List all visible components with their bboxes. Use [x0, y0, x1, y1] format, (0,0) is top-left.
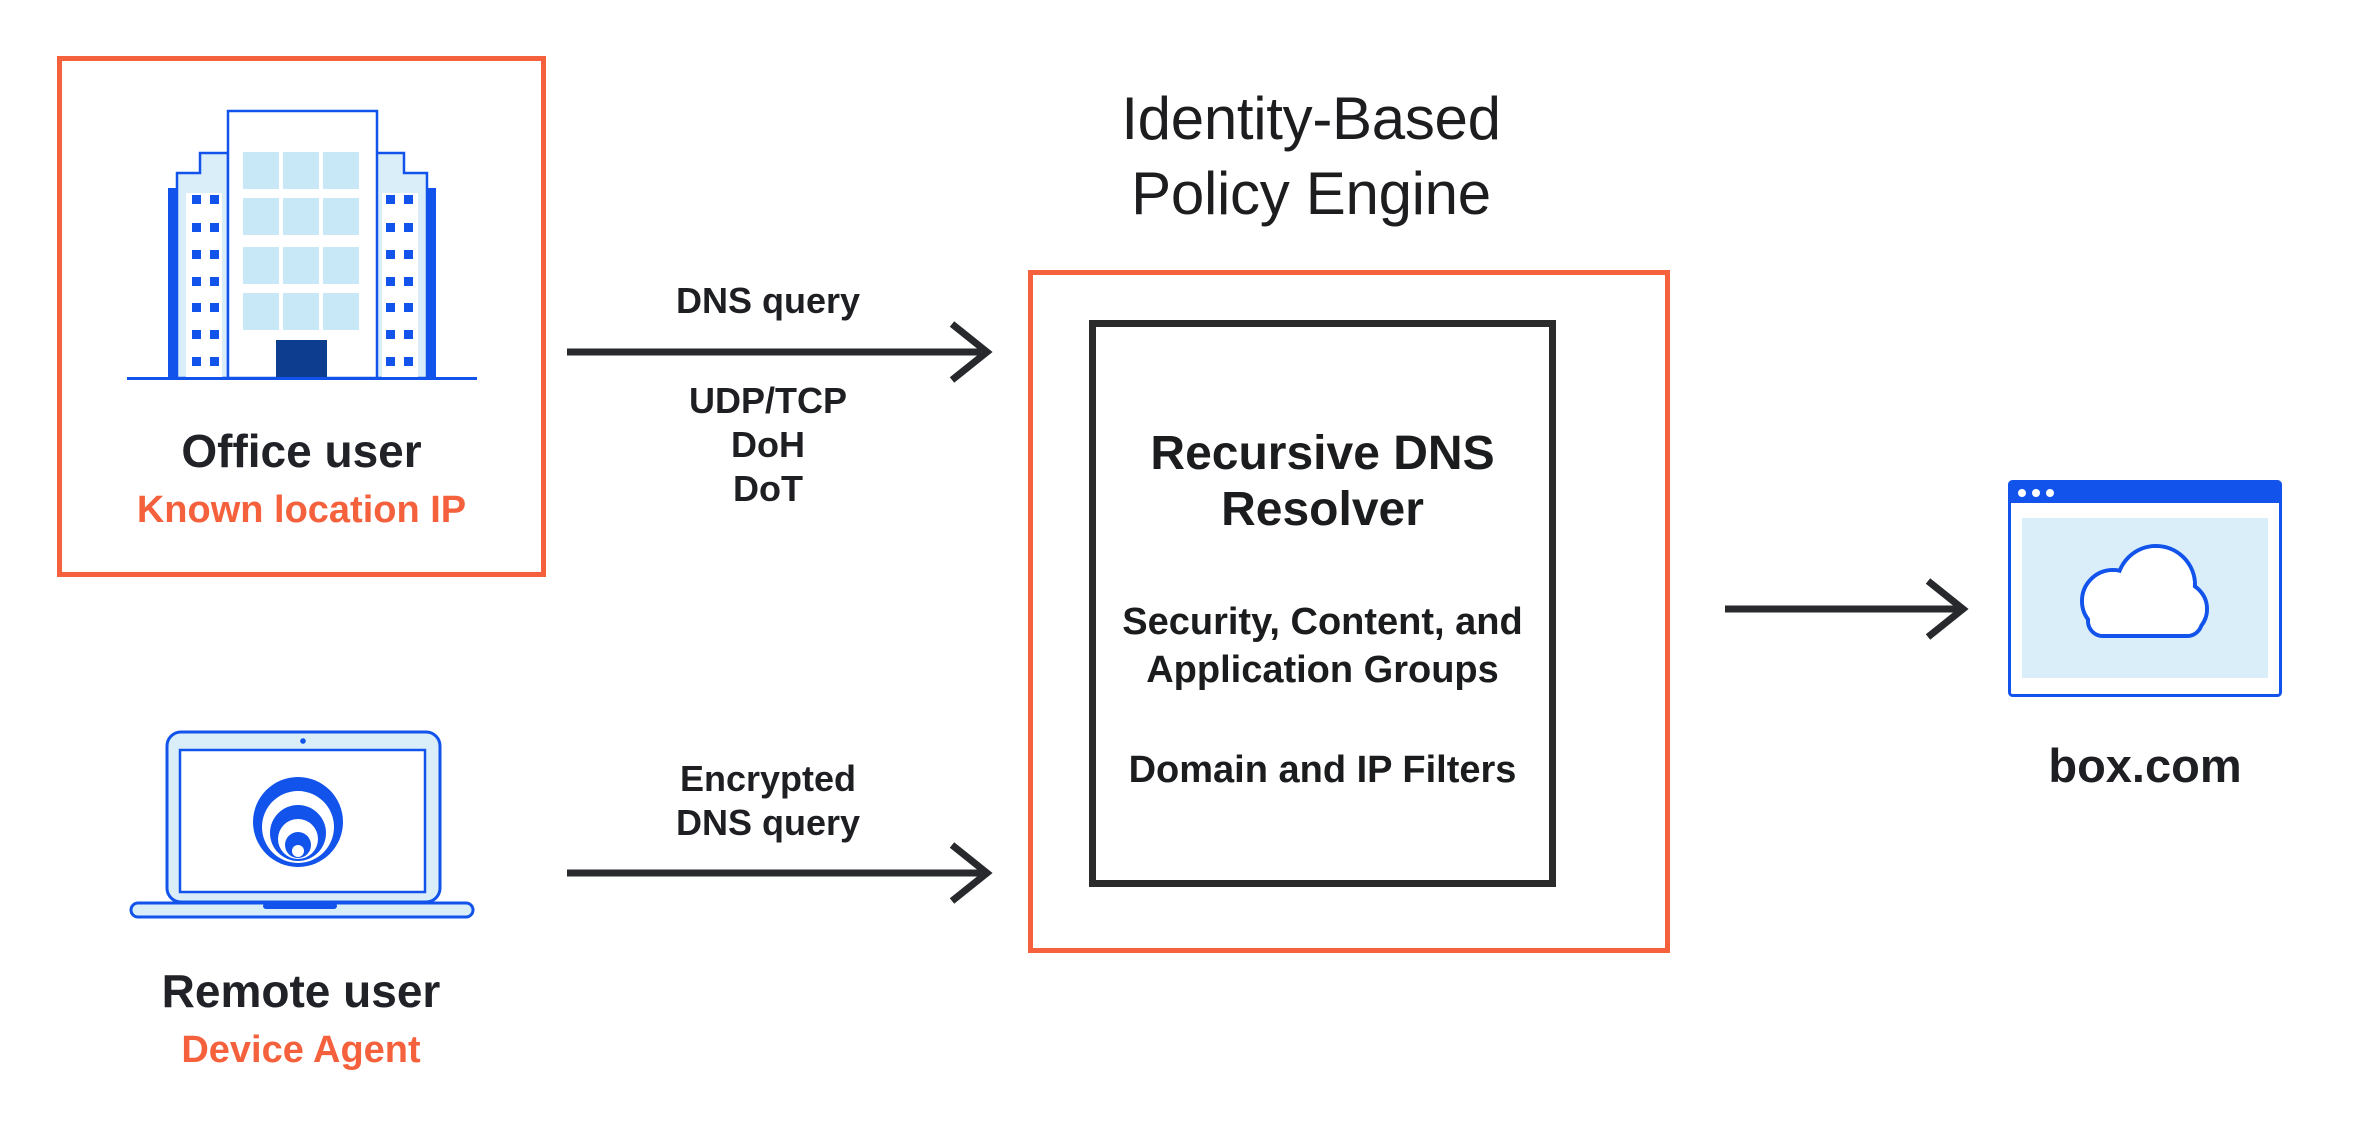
resolver-capability-filters: Domain and IP Filters: [1128, 749, 1517, 791]
boxcom-label: box.com: [2048, 739, 2242, 792]
office-user-tag: Known location IP: [136, 489, 467, 531]
protocol-udp-tcp: UDP/TCP: [688, 380, 847, 421]
protocol-doh: DoH: [731, 424, 805, 465]
browser-svg: [2008, 480, 2282, 697]
office-user-card: Office user Known location IP: [57, 56, 546, 577]
encrypted-dns-query-label: Encrypted DNS query: [675, 758, 861, 843]
remote-user-tag: Device Agent: [181, 1029, 421, 1071]
resolver-capability-groups: Security, Content, and Application Group…: [1122, 601, 1523, 691]
engine-to-boxcom-arrow: [1725, 578, 1969, 640]
dns-protocols-label: UDP/TCP DoH DoT: [618, 379, 918, 511]
recursive-dns-resolver-box: Recursive DNS Resolver Security, Content…: [1089, 320, 1556, 887]
browser-cloud-icon: [2008, 480, 2282, 699]
laptop-agent-icon: [129, 729, 475, 919]
office-building-svg: [126, 109, 477, 380]
laptop-svg: [129, 730, 475, 919]
remote-user-label: Remote user: [161, 965, 441, 1017]
page-title: Identity-Based Policy Engine: [1121, 85, 1501, 227]
office-building-icon: [126, 108, 477, 382]
encrypted-dns-arrow: [567, 842, 993, 904]
dns-query-arrow: [567, 321, 993, 383]
dns-query-label: DNS query: [675, 280, 861, 321]
policy-engine-box: Recursive DNS Resolver Security, Content…: [1028, 270, 1670, 953]
office-user-label: Office user: [181, 425, 422, 477]
resolver-title: Recursive DNS Resolver: [1150, 427, 1495, 536]
protocol-dot: DoT: [733, 468, 803, 509]
